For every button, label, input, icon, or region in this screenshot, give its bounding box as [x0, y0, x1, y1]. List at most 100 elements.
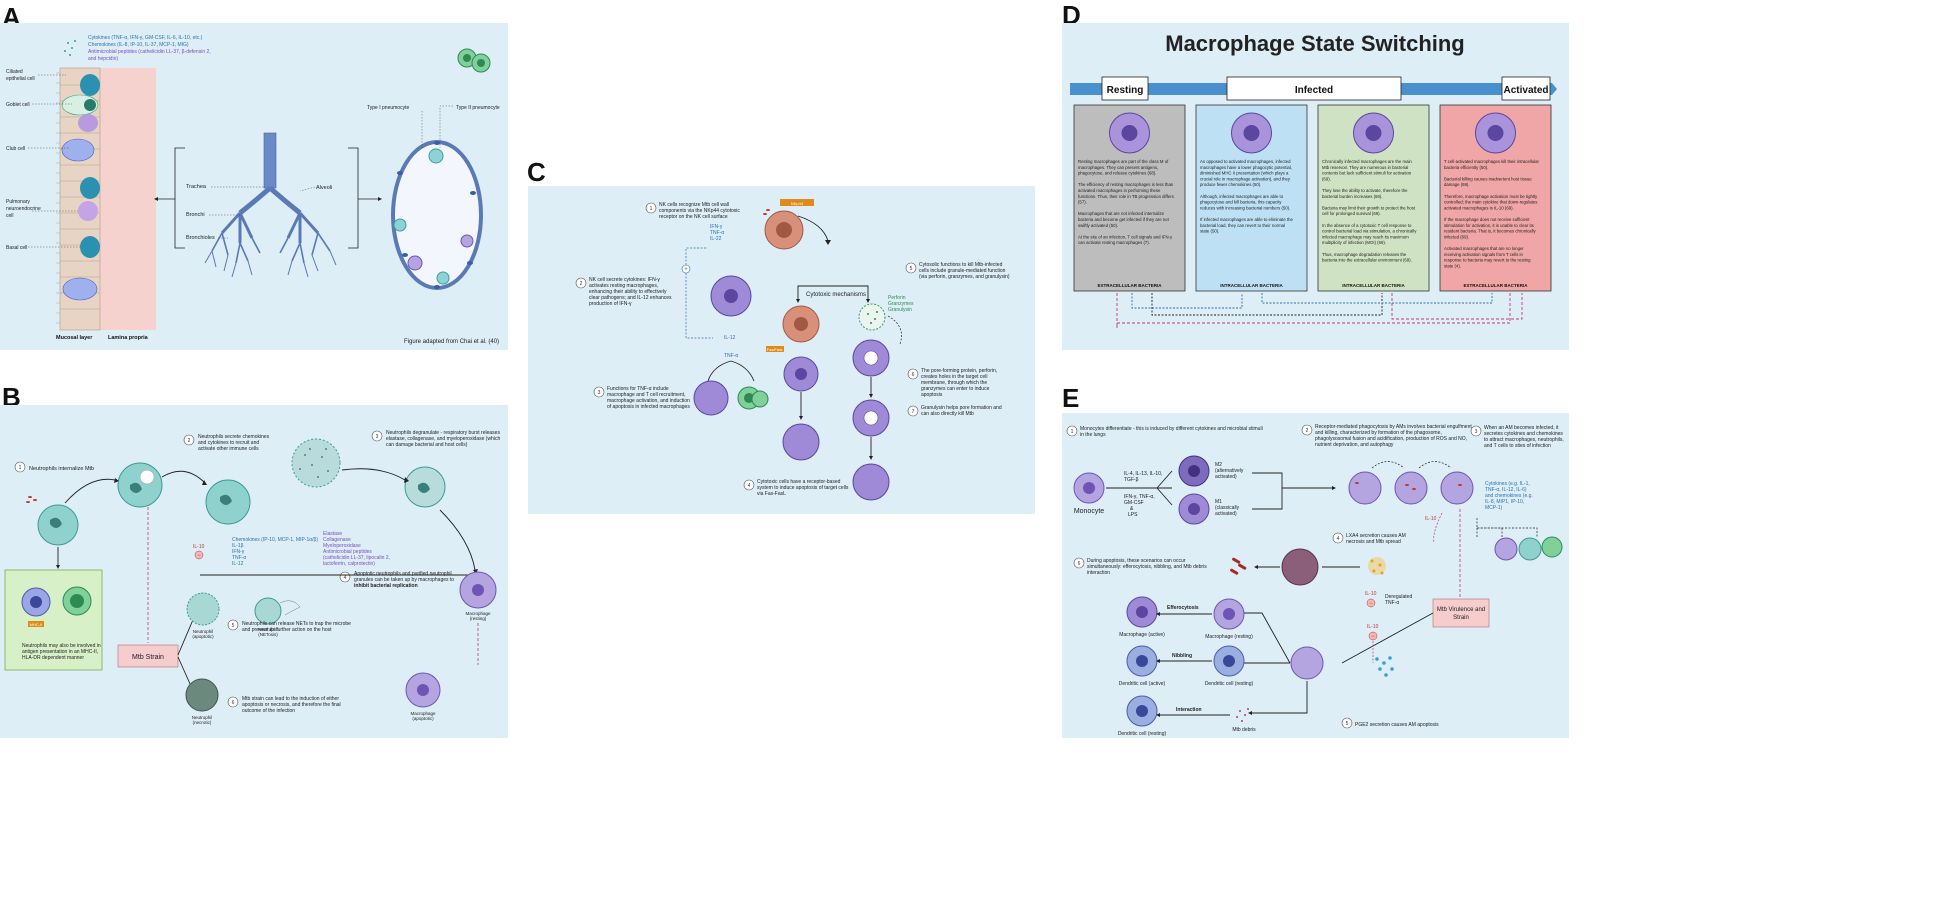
svg-text:&: &	[1130, 506, 1134, 512]
svg-text:Strain: Strain	[1453, 615, 1469, 621]
state-column-2-line: contents but lack sufficient stimuli for…	[1322, 171, 1412, 176]
e-step2-text: Receptor-mediated phagocytosis by AMs in…	[1315, 424, 1472, 448]
svg-text:of apoptosis in infected macro: of apoptosis in infected macrophages	[607, 404, 690, 410]
svg-text:components via the NKp44 cytot: components via the NKp44 cytotoxic	[659, 208, 740, 214]
svg-text:system to induce apoptosis of: system to induce apoptosis of target cel…	[757, 485, 849, 491]
svg-text:GM-CSF: GM-CSF	[1124, 500, 1144, 506]
alveolus-icon	[391, 140, 483, 290]
c-step3-text: Functions for TNF-α include macrophage a…	[607, 386, 690, 410]
neutrophil-nets	[254, 597, 282, 625]
state-column-1-line: If infected macrophages are able to elim…	[1200, 217, 1294, 222]
state-column-0-line: Resting macrophages are part of the clas…	[1078, 159, 1169, 164]
svg-text:3: 3	[1475, 429, 1478, 435]
state-column-3-footer: EXTRACELLULAR BACTERIA	[1464, 283, 1529, 288]
macrophage-nucleus-0	[1121, 125, 1138, 141]
panel-d-letter: D	[1062, 0, 1081, 30]
state-column-0-line: macrophages. They can present antigens,	[1078, 165, 1158, 170]
epithelium	[56, 67, 101, 331]
e-il10-top: IL-10	[1425, 516, 1437, 522]
svg-text:and chemokines (e.g.: and chemokines (e.g.	[1485, 493, 1533, 499]
svg-text:secretes cytokines and chemoki: secretes cytokines and chemokines	[1484, 431, 1563, 437]
state-column-2-line: (69).	[1322, 176, 1331, 181]
svg-text:nutrient deprivation, and auto: nutrient deprivation, and autophagy	[1315, 442, 1394, 448]
state-column-1-line: reduces with increasing bacterial number…	[1200, 205, 1290, 210]
club-cell-top	[78, 114, 98, 132]
state-column-1-line: crucial role in macrophage activation), …	[1200, 176, 1291, 181]
basal-cell	[80, 236, 100, 258]
svg-text:neuroendocrine: neuroendocrine	[6, 206, 41, 212]
svg-text:3: 3	[598, 390, 601, 396]
state-column-2-line: Mtb reservoir. They are numerous in bact…	[1322, 165, 1408, 170]
state-column-0-line: The efficiency of resting macrophages is…	[1078, 182, 1174, 187]
svg-text:activated): activated)	[1215, 474, 1237, 480]
state-column-0-line: (57).	[1078, 200, 1087, 205]
state-column-3-line: Therefore, macrophage activation must be…	[1444, 194, 1538, 199]
cytotoxic-mechanisms-label: Cytotoxic mechanisms	[806, 292, 866, 298]
mac-active-label: Macrophage (active)	[1119, 632, 1165, 638]
svg-text:5: 5	[1346, 721, 1349, 727]
svg-text:Neutrophils may also be involv: Neutrophils may also be involved in	[22, 643, 101, 649]
state-column-1-line: produce fewer chemokines (50).	[1200, 182, 1261, 187]
state-column-2-line: cell for prolonged survival (69).	[1322, 211, 1381, 216]
state-column-2-line: They lose the ability to activate, there…	[1322, 188, 1408, 193]
svg-text:and killing, characterized by: and killing, characterized by formation …	[1315, 430, 1442, 436]
svg-text:LXA4 secretion causes AM: LXA4 secretion causes AM	[1346, 533, 1406, 539]
state-column-2-line: bacterial burden increases (69).	[1322, 194, 1382, 199]
b-step1-text: Neutrophils internalize Mtb	[29, 466, 94, 472]
e-step1-text: Monocytes differentiate - this is induce…	[1080, 426, 1263, 438]
svg-text:MCP-1): MCP-1)	[1485, 505, 1503, 511]
e-il10-low: IL-10	[1367, 624, 1379, 630]
state-column-2-line: bacteria into the extracellular environm…	[1322, 258, 1412, 263]
svg-text:Deregulated: Deregulated	[1385, 594, 1412, 600]
state-columns: Resting macrophages are part of the clas…	[1073, 104, 1552, 292]
svg-text:enhancing their ability to eff: enhancing their ability to effectively	[589, 289, 667, 295]
c-step1-text: NK cells recognize Mtb cell wall compone…	[659, 202, 740, 220]
c-il12: IL-12	[724, 335, 736, 341]
c-step-badges	[575, 202, 919, 491]
antigen-presentation-box	[4, 569, 103, 671]
svg-text:Mtb Strain: Mtb Strain	[132, 654, 164, 661]
apoptotic-target-cell	[782, 423, 820, 461]
m1-cytokines: IFN-γ, TNF-α, GM-CSF & LPS	[1124, 494, 1155, 518]
recruited-neutrophil	[1518, 537, 1542, 561]
svg-text:production of IFN-γ: production of IFN-γ	[589, 301, 632, 307]
svg-text:6: 6	[912, 372, 915, 378]
svg-text:MHC-II: MHC-II	[30, 622, 43, 627]
svg-text:M2: M2	[1215, 462, 1222, 468]
svg-text:and T cells to sites of infect: and T cells to sites of infection	[1484, 443, 1551, 449]
e-step-badges	[1066, 424, 1482, 729]
svg-text:(NETosis): (NETosis)	[258, 632, 278, 637]
svg-text:creates holes in the target ce: creates holes in the target cell	[921, 374, 987, 380]
svg-text:in the lungs: in the lungs	[1080, 432, 1106, 438]
e-cytokine-list: Cytokines (e.g. IL-1, TNF-α, IL-12, IL-6…	[1485, 481, 1533, 511]
svg-text:Infected: Infected	[1295, 85, 1333, 96]
state-column-0-line: functions. Thus, their role in TB progre…	[1078, 194, 1174, 199]
neuroendocrine-cell	[78, 201, 98, 221]
secretion-dots-icon	[64, 40, 76, 56]
state-column-3-line: activated macrophages is IL-10 (69).	[1444, 205, 1514, 210]
svg-text:Granulysin helps pore formatio: Granulysin helps pore formation and	[921, 405, 1002, 411]
state-column-2-line: Bacteria may limit their growth to prote…	[1322, 205, 1416, 210]
state-column-2-line: infected macrophage may reach its maximu…	[1322, 234, 1409, 239]
svg-text:4: 4	[748, 483, 751, 489]
svg-text:−: −	[1371, 634, 1375, 640]
svg-text:Apoptotic neutrophils and puri: Apoptotic neutrophils and purified neutr…	[354, 571, 452, 577]
panel-d-diagram: Macrophage State Switching Resting Infec…	[1070, 31, 1557, 328]
svg-text:4: 4	[344, 575, 347, 581]
svg-text:Granulysin: Granulysin	[888, 307, 912, 313]
svg-text:2: 2	[580, 281, 583, 287]
svg-text:Chemokines (IP-10, MCP-1, MIP-: Chemokines (IP-10, MCP-1, MIP-1α/β)	[232, 537, 318, 543]
airway-bracket	[174, 147, 185, 249]
e-step4-text: LXA4 secretion causes AM necrosis and Mt…	[1346, 533, 1406, 545]
neutrophil-apoptotic	[186, 592, 220, 626]
label-bronchioles: Bronchioles	[186, 235, 215, 241]
label-type2: Type II pneumocyte	[456, 105, 500, 111]
feedback-arrows	[1116, 293, 1523, 328]
svg-text:Activated: Activated	[1503, 85, 1548, 96]
svg-text:Resting: Resting	[1107, 85, 1144, 96]
mtb-virulence-box	[1432, 598, 1490, 628]
state-column-1-line: As opposed to activated macrophages, inf…	[1200, 159, 1291, 164]
